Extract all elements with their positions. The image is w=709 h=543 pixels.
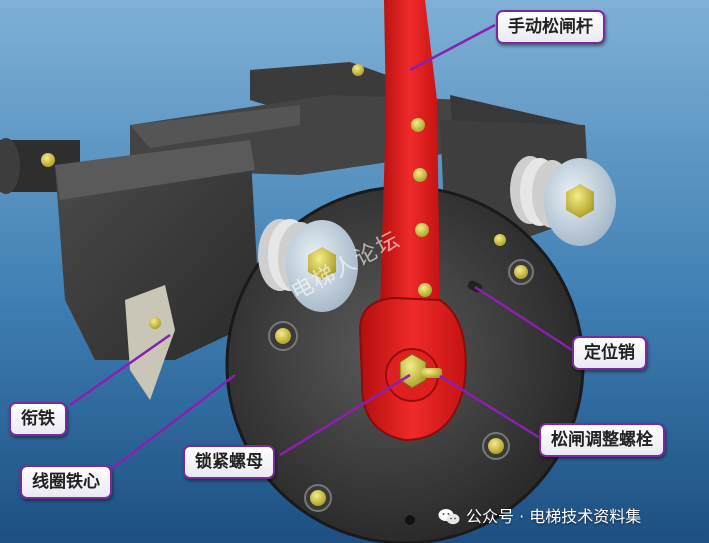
callout-lock-nut: 锁紧螺母 — [183, 445, 275, 479]
account-text: 公众号 · 电梯技术资料集 — [466, 507, 642, 526]
callout-coil-core: 线圈铁心 — [20, 465, 112, 499]
spring-left — [258, 219, 358, 312]
disc-bolts — [41, 64, 534, 525]
armature-plate — [125, 285, 175, 400]
leader-lines — [69, 23, 573, 471]
callout-release-adjust-bolt: 松闸调整螺栓 — [539, 423, 665, 457]
callout-manual-release-lever: 手动松闸杆 — [496, 10, 605, 44]
callout-locating-pin: 定位销 — [572, 336, 647, 370]
account-credit: 公众号 · 电梯技术资料集 — [438, 503, 641, 531]
callout-armature: 衔铁 — [9, 402, 67, 436]
wechat-icon — [438, 509, 460, 525]
spring-right — [510, 156, 616, 246]
